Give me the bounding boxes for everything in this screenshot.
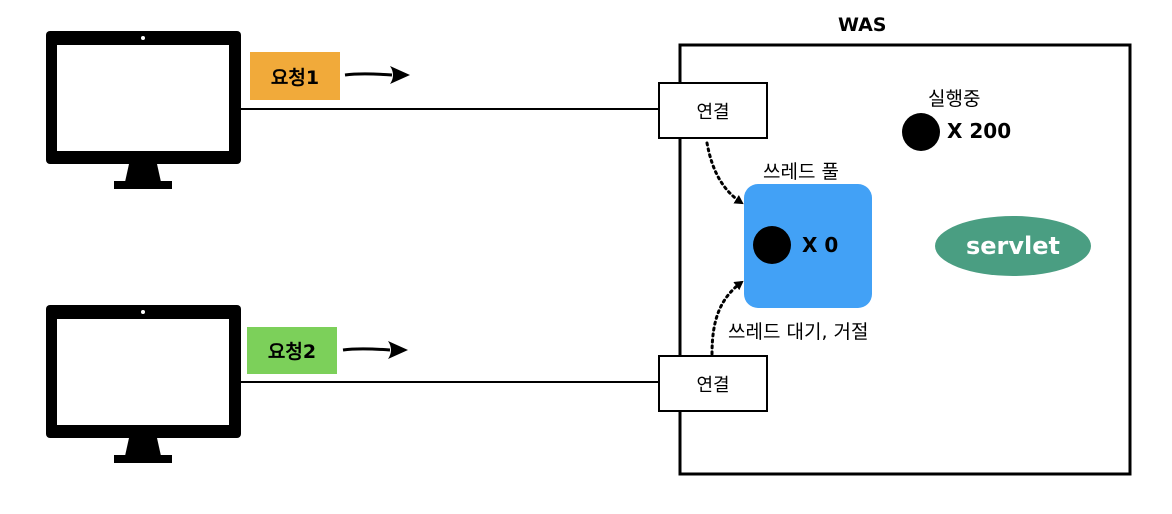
request-1-tag: 요청1: [250, 52, 340, 100]
thread-pool-label: 쓰레드 풀: [763, 161, 839, 183]
request-arrow-2-icon: [342, 341, 408, 359]
running-thread-dot: [902, 113, 940, 151]
computer-monitor-2-icon: [46, 305, 241, 463]
running-label: 실행중: [928, 88, 981, 110]
dotted-arrow-to-pool: [705, 141, 744, 205]
was-title: WAS: [838, 14, 887, 36]
pool-thread-dot: [753, 226, 791, 264]
request-arrow-1-icon: [344, 66, 410, 84]
connection-box-2: 연결: [658, 355, 768, 412]
was-container: [678, 43, 1132, 476]
dotted-arrow-waiting: [710, 280, 744, 356]
computer-monitor-1-icon: [46, 31, 241, 189]
servlet-ellipse: servlet: [935, 216, 1091, 276]
request-2-tag: 요청2: [247, 327, 337, 374]
thread-waiting-label: 쓰레드 대기, 거절: [728, 321, 869, 343]
connection-box-1: 연결: [658, 82, 768, 139]
running-count: X 200: [947, 119, 1012, 143]
thread-pool-count: X 0: [802, 233, 839, 257]
